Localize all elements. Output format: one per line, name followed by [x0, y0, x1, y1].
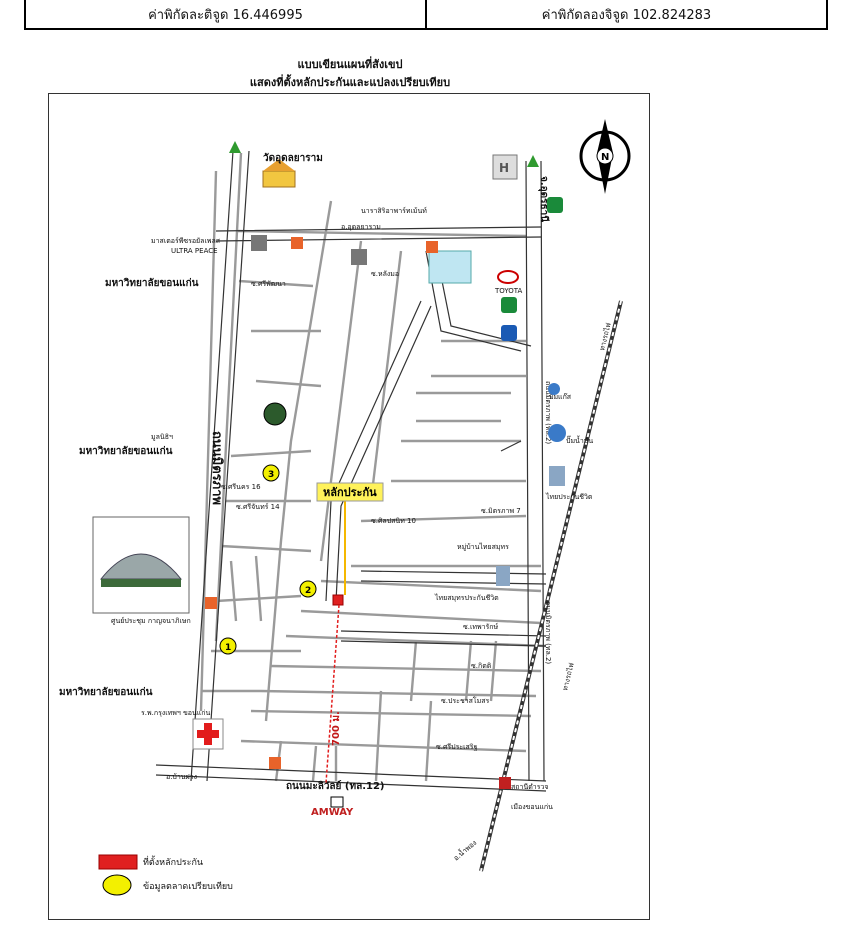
soi-mittraphap: ซ.มิตรภาพ 7	[481, 507, 521, 515]
coordinates-table: ค่าพิกัดละติจูด 16.446995 ค่าพิกัดลองจิจ…	[24, 0, 828, 30]
toyota-label: TOYOTA	[494, 287, 523, 295]
seven-eleven-icon	[269, 757, 281, 769]
road-maliwan: ถนนมะลิวัลย์ (ทล.12)	[286, 780, 384, 792]
hospital-icon	[192, 718, 224, 750]
compass-icon: N	[579, 119, 631, 194]
pump-label-2: ปั๊มน้ำมัน	[566, 434, 593, 445]
map-heading-line2: แสดงที่ตั้งหลักประกันและแปลงเปรียบเทียบ	[249, 76, 451, 89]
thaisamut-label: ไทยสมุทรประกันชีวิต	[434, 593, 499, 602]
seven-eleven-icon	[205, 597, 217, 609]
railway-line	[479, 300, 623, 872]
road-mittraphap-right: ถนนมิตรภาพ (ทล.2)	[544, 381, 552, 444]
thaiprakan-label: ไทยประกันชีวิต	[545, 492, 593, 501]
legend-subject-label: ที่ตั้งหลักประกัน	[143, 855, 203, 868]
amway-sign	[330, 796, 344, 808]
building-icon	[549, 466, 565, 486]
soi-prachasamakkhi: ซ.ประชาสโมสร	[441, 696, 490, 705]
legend-comparable-label: ข้อมูลตลาดเปรียบเทียบ	[143, 881, 233, 892]
soi-thepharak: ซ.เทพารักษ์	[463, 623, 499, 631]
honda-logo-icon: H	[492, 154, 518, 180]
subject-label: หลักประกัน	[323, 486, 377, 499]
road-udon: จ.อุดรธานี	[538, 176, 550, 222]
exhibition-label: ศูนย์ประชุม กาญจนาภิเษก	[111, 617, 191, 625]
comparable-marker-3: 3	[262, 464, 280, 482]
distance-label: 700 ม.	[331, 711, 342, 746]
ultra-peace-label: ULTRA PEACE	[171, 247, 218, 255]
soi-kittikhachon: ซ.กิตติ	[471, 662, 492, 670]
university-label-2: มหาวิทยาลัยขอนแก่น	[79, 445, 173, 457]
tree-icon	[527, 155, 539, 167]
road-mittraphap-lower: ถนนมิตรภาพ (ทล.2)	[544, 601, 552, 664]
comparable-marker-2: 2	[299, 580, 317, 598]
road-mittraphap-left: ถนนมิตรภาพ	[209, 431, 224, 505]
road-namphong: อ.น้ำพอง	[450, 836, 478, 862]
svg-text:N: N	[601, 152, 609, 163]
toyota-logo-icon	[497, 270, 519, 284]
bank-icon	[547, 197, 563, 213]
university-label-1: มหาวิทยาลัยขอนแก่น	[105, 277, 199, 289]
longitude-cell: ค่าพิกัดลองจิจูด 102.824283	[425, 0, 826, 28]
university-label-3: มหาวิทยาลัยขอนแก่น	[59, 686, 153, 698]
soi-khaonoi: ซ.หลังมอ	[371, 270, 399, 278]
pump-label-1: ปั๊มแก๊ส	[549, 391, 572, 401]
tree-icon	[229, 141, 241, 153]
soi-sripattana: ซ.ศรีพัฒนา	[251, 280, 286, 288]
seven-eleven-icon	[291, 237, 303, 249]
police-label: สถานีตำรวจ	[511, 783, 549, 791]
soi-srichan: ซ.ศรีจันทร์ 14	[236, 503, 280, 511]
fuel-pump-icon	[548, 424, 566, 442]
minor-roads	[199, 152, 547, 782]
exhibition-center-icon	[92, 516, 190, 614]
legend-comparable-swatch	[102, 874, 132, 896]
soi-srinakhon: ซ.ศรีนคร 16	[221, 483, 261, 491]
svg-text:3: 3	[268, 470, 274, 480]
soi-sila: ซ.ศิลปสนิท 10	[371, 517, 416, 525]
building-icon	[251, 235, 267, 251]
narasiri-label: นาราสิริอาพาร์ทเม้นท์	[361, 207, 427, 215]
bank-icon	[501, 325, 517, 341]
subject-property-marker	[332, 594, 344, 606]
map-heading-line1: แบบเขียนแผนที่สังเขป	[297, 58, 403, 71]
master-peace-label: มาสเตอร์พีซรอยัลเพลส	[151, 237, 221, 245]
amway-label: AMWAY	[311, 807, 354, 818]
police-station-icon	[499, 777, 511, 789]
village-label: หมู่บ้านไทยสมุทร	[457, 542, 509, 551]
svg-text:H: H	[499, 161, 509, 175]
map-frame: ทางรถไฟ ทางรถไฟ ถนนมิตรภาพ ถนนมิตรภาพ (ท…	[48, 93, 650, 920]
latitude-cell: ค่าพิกัดละติจูด 16.446995	[148, 7, 303, 23]
seven-eleven-icon	[426, 241, 438, 253]
temple-icon	[262, 159, 296, 188]
svg-text:1: 1	[225, 643, 231, 653]
subject-label-box	[316, 482, 384, 502]
soi-sriprasert: ซ.ศรีประเสริฐ	[436, 743, 478, 751]
svg-text:2: 2	[305, 586, 311, 596]
temple-label: วัดอุดลยาราม	[263, 152, 323, 164]
landmark-icon	[263, 402, 287, 426]
road-mueang: เมืองขอนแก่น	[511, 803, 553, 811]
fuel-pump-icon	[548, 383, 560, 395]
foundation-label: มูลนิธิฯ	[151, 433, 173, 441]
sketch-map: ทางรถไฟ ทางรถไฟ ถนนมิตรภาพ ถนนมิตรภาพ (ท…	[59, 119, 631, 896]
legend-subject-swatch	[98, 854, 138, 870]
bank-icon	[501, 297, 517, 313]
comparable-marker-1: 1	[219, 637, 237, 655]
road-banfang: อ.บ้านฝาง	[166, 773, 197, 781]
railway-label-bottom: ทางรถไฟ	[560, 662, 576, 692]
road-udonyaram: อ.อุดลยาราม	[341, 223, 381, 231]
pond	[428, 250, 472, 284]
building-icon	[351, 249, 367, 265]
hospital-label: ร.พ.กรุงเทพฯ ขอนแก่น	[141, 709, 211, 717]
building-icon	[496, 566, 510, 586]
